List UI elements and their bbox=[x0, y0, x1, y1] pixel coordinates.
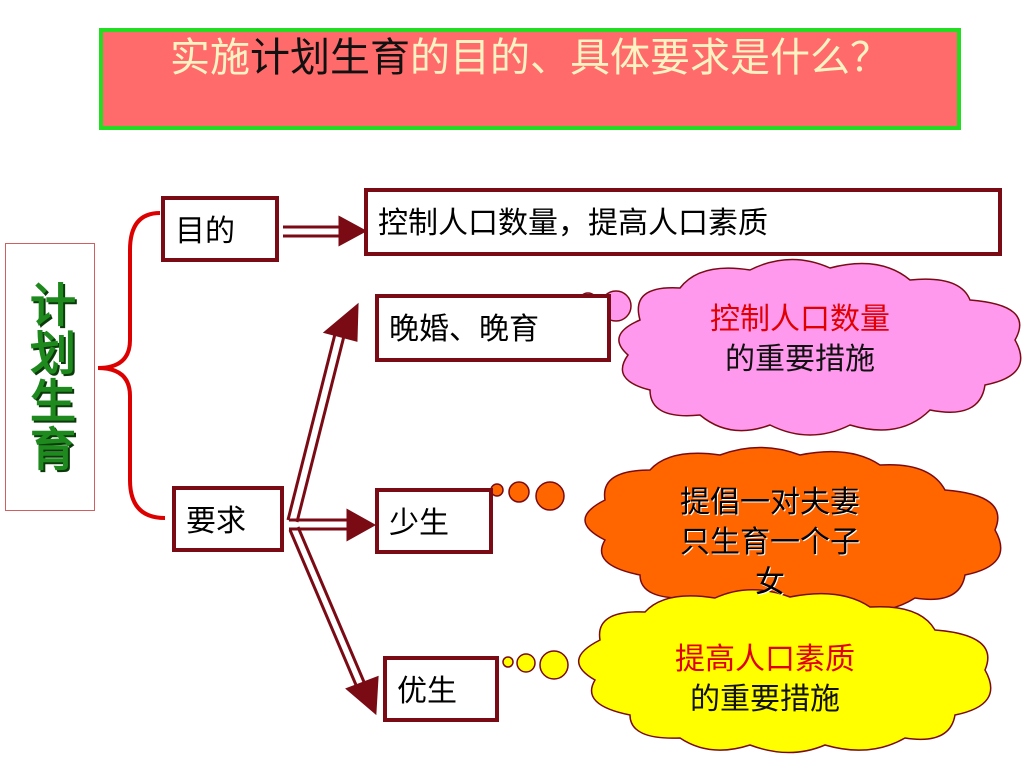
side-label-text: 计划生育 bbox=[23, 281, 77, 473]
title-part2: 的目的、具体要求是什么？ bbox=[410, 35, 890, 81]
purpose-content: 控制人口数量，提高人口素质 bbox=[378, 206, 768, 241]
cloud-orange-line1: 提倡一对夫妻 bbox=[680, 485, 860, 520]
arrow-late bbox=[286, 302, 359, 523]
better-births-label: 优生 bbox=[397, 674, 457, 709]
purpose-label: 目的 bbox=[175, 214, 235, 249]
better-births-box: 优生 bbox=[383, 656, 499, 722]
title-part1: 实施 bbox=[170, 35, 250, 81]
late-marriage-box: 晚婚、晚育 bbox=[375, 294, 611, 362]
cloud-orange-text: 提倡一对夫妻 只生育一个子 女 bbox=[620, 483, 920, 603]
cloud-orange bbox=[584, 446, 1002, 615]
cloud-pink bbox=[618, 258, 1022, 436]
title-banner: 实施计划生育的目的、具体要求是什么？ bbox=[99, 28, 961, 130]
cloud-yellow bbox=[577, 589, 992, 754]
arrow-purpose bbox=[283, 215, 368, 247]
cloud-pink-line2: 的重要措施 bbox=[725, 342, 875, 377]
requirement-box: 要求 bbox=[172, 486, 284, 552]
bubble-dots-yellow bbox=[502, 650, 569, 680]
side-label-box: 计划生育 bbox=[5, 243, 95, 511]
late-marriage-label: 晚婚、晚育 bbox=[389, 312, 539, 347]
arrow-fewer bbox=[289, 508, 377, 542]
purpose-content-box: 控制人口数量，提高人口素质 bbox=[364, 188, 1002, 256]
bubble-dots-orange bbox=[490, 481, 565, 511]
arrow-better bbox=[288, 526, 379, 716]
title-highlight: 计划生育 bbox=[250, 35, 410, 81]
cloud-pink-line1: 控制人口数量 bbox=[710, 302, 890, 337]
fewer-births-label: 少生 bbox=[389, 506, 449, 541]
cloud-orange-line2: 只生育一个子 bbox=[680, 525, 860, 560]
purpose-box: 目的 bbox=[161, 196, 279, 262]
cloud-yellow-line2: 的重要措施 bbox=[690, 682, 840, 717]
curly-brace bbox=[97, 211, 166, 520]
cloud-yellow-line1: 提高人口素质 bbox=[675, 642, 855, 677]
fewer-births-box: 少生 bbox=[375, 488, 493, 554]
cloud-orange-line3: 女 bbox=[755, 565, 785, 600]
cloud-yellow-text: 提高人口素质 的重要措施 bbox=[615, 640, 915, 720]
requirement-label: 要求 bbox=[186, 504, 246, 539]
cloud-pink-text: 控制人口数量 的重要措施 bbox=[650, 300, 950, 380]
